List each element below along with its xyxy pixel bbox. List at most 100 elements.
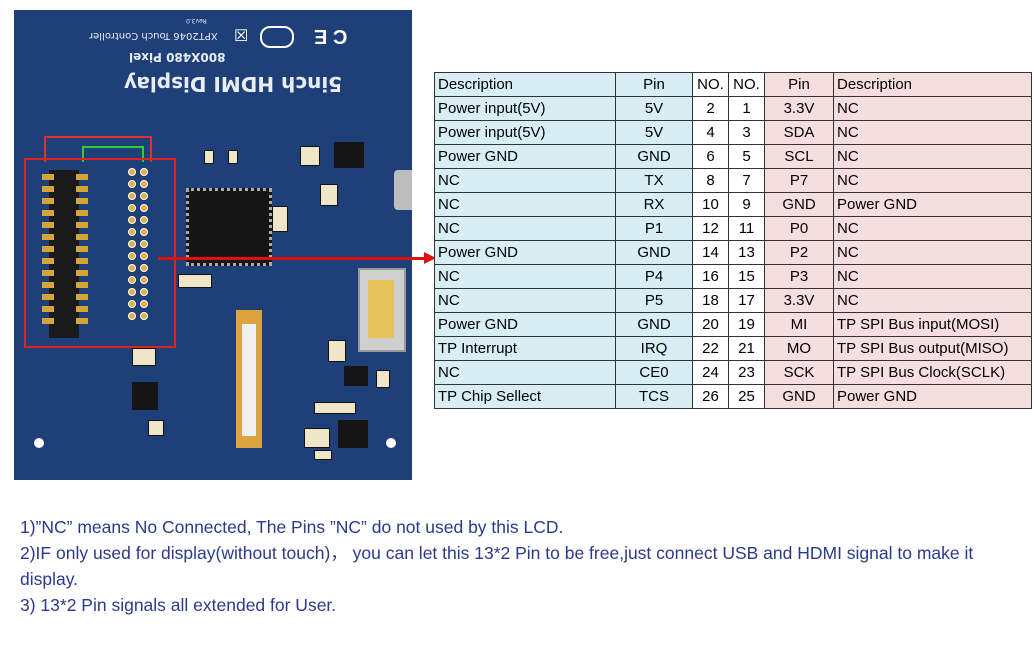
cell-pin-left: CE0 <box>615 360 693 385</box>
cell-pin-left: P4 <box>615 264 693 289</box>
smd-component <box>304 428 330 448</box>
smd-component <box>178 274 212 288</box>
smd-component <box>228 150 238 164</box>
cell-number-right: 25 <box>728 384 765 409</box>
header-number-right: NO. <box>728 72 765 97</box>
cell-pin-right: P7 <box>764 168 834 193</box>
small-ic <box>344 366 368 386</box>
cell-description-left: Power input(5V) <box>434 96 616 121</box>
cell-pin-right: MO <box>764 336 834 361</box>
cell-number-left: 24 <box>692 360 729 385</box>
cell-number-left: 4 <box>692 120 729 145</box>
green-jumper-line-right <box>142 146 144 162</box>
smd-component <box>320 184 338 206</box>
cell-pin-right: GND <box>764 384 834 409</box>
cell-description-right: Power GND <box>833 192 1032 217</box>
small-ic <box>132 382 158 410</box>
cell-number-right: 5 <box>728 144 765 169</box>
note-2: 2)IF only used for display(without touch… <box>20 543 974 589</box>
cell-pin-right: P2 <box>764 240 834 265</box>
board-resolution: 800X480 Pixel <box>129 50 226 64</box>
cell-number-right: 7 <box>728 168 765 193</box>
note-1: 1)”NC” means No Connected, The Pins ”NC”… <box>20 517 564 537</box>
cell-pin-left: TCS <box>615 384 693 409</box>
cell-number-left: 10 <box>692 192 729 217</box>
cell-pin-left: GND <box>615 240 693 265</box>
cell-description-left: NC <box>434 360 616 385</box>
cell-description-left: Power GND <box>434 240 616 265</box>
cell-description-right: TP SPI Bus output(MISO) <box>833 336 1032 361</box>
cell-description-left: NC <box>434 288 616 313</box>
cell-number-right: 17 <box>728 288 765 313</box>
smd-component <box>272 206 288 232</box>
cell-description-right: NC <box>833 288 1032 313</box>
cell-description-left: TP Chip Sellect <box>434 384 616 409</box>
cell-description-right: NC <box>833 120 1032 145</box>
cell-description-left: NC <box>434 192 616 217</box>
cell-number-left: 12 <box>692 216 729 241</box>
header-description-right: Description <box>833 72 1032 97</box>
cell-pin-right: SCK <box>764 360 834 385</box>
smd-component <box>204 150 214 164</box>
cell-number-left: 2 <box>692 96 729 121</box>
header-pads-left <box>42 174 56 330</box>
cell-number-right: 23 <box>728 360 765 385</box>
cell-description-right: NC <box>833 168 1032 193</box>
cell-number-left: 6 <box>692 144 729 169</box>
smd-component <box>300 146 320 166</box>
cell-number-right: 1 <box>728 96 765 121</box>
cell-description-left: Power GND <box>434 312 616 337</box>
cell-number-left: 16 <box>692 264 729 289</box>
header-description-left: Description <box>434 72 616 97</box>
header-pin-left: Pin <box>615 72 693 97</box>
smd-component <box>314 402 356 414</box>
board-revision: Rev3.0 <box>186 17 207 24</box>
cell-number-right: 3 <box>728 120 765 145</box>
pin-header-highlight <box>24 158 176 348</box>
note-3: 3) 13*2 Pin signals all extended for Use… <box>20 595 337 615</box>
cell-description-left: NC <box>434 168 616 193</box>
cell-description-right: NC <box>833 216 1032 241</box>
cell-number-right: 11 <box>728 216 765 241</box>
cell-number-right: 19 <box>728 312 765 337</box>
cell-pin-right: SCL <box>764 144 834 169</box>
cell-number-right: 21 <box>728 336 765 361</box>
smd-component <box>314 450 332 460</box>
cell-number-right: 9 <box>728 192 765 217</box>
cell-description-left: NC <box>434 216 616 241</box>
cell-description-right: NC <box>833 240 1032 265</box>
cell-number-left: 14 <box>692 240 729 265</box>
cell-pin-right: P3 <box>764 264 834 289</box>
pin-definition-table: Description Pin NO. NO. Pin Description … <box>434 72 1032 409</box>
main-controller-chip <box>186 188 272 266</box>
hdmi-port <box>358 268 406 352</box>
cell-description-right: TP SPI Bus input(MOSI) <box>833 312 1032 337</box>
cell-number-left: 26 <box>692 384 729 409</box>
pointer-arrow-icon <box>424 252 436 264</box>
green-jumper-line-left <box>82 146 84 162</box>
red-jumper-line <box>44 136 152 138</box>
cell-pin-right: P0 <box>764 216 834 241</box>
cell-description-left: Power input(5V) <box>434 120 616 145</box>
cell-number-right: 15 <box>728 264 765 289</box>
header-pins <box>126 168 150 324</box>
cell-number-left: 22 <box>692 336 729 361</box>
cell-pin-left: GND <box>615 312 693 337</box>
pcb-image: 5inch HDMI Display 800X480 Pixel XPT2046… <box>14 10 412 480</box>
notes: 1)”NC” means No Connected, The Pins ”NC”… <box>20 514 1020 618</box>
green-jumper-line <box>82 146 144 148</box>
header-number-left: NO. <box>692 72 729 97</box>
red-jumper-line-left <box>44 136 46 162</box>
smd-component <box>376 370 390 388</box>
cell-pin-left: IRQ <box>615 336 693 361</box>
cell-pin-left: TX <box>615 168 693 193</box>
header-pin-right: Pin <box>764 72 834 97</box>
